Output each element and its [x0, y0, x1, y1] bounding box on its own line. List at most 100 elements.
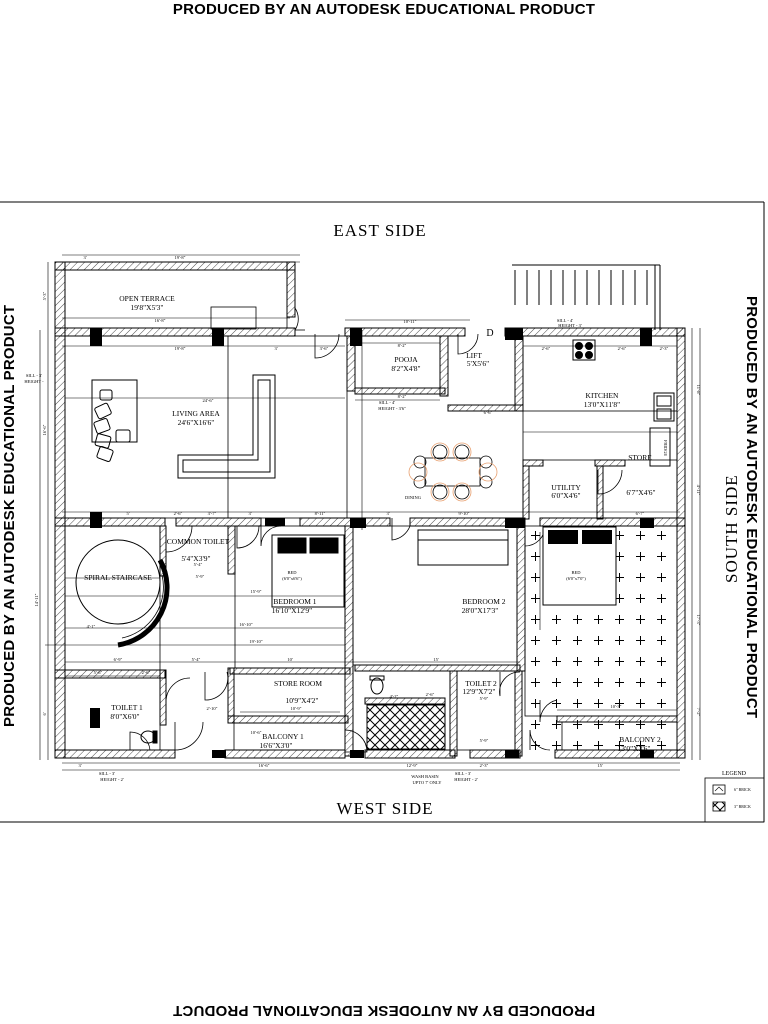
- kitchen-size: 13'0"X11'8": [584, 400, 620, 409]
- sill-left: SILL - 3': [26, 373, 42, 378]
- dim-bal2-b: 5'-9": [480, 738, 489, 743]
- bed1-size: (6'0"x6'6"): [282, 576, 302, 581]
- wash-area: [366, 704, 446, 750]
- legend-item-2: 3" BRICK: [734, 804, 751, 809]
- toilet2-label: TOILET 2: [465, 679, 497, 688]
- legend-title: LEGEND: [722, 771, 747, 777]
- legend-swatch-6-brick: [712, 784, 726, 795]
- bed2-size: (6'0"x7'0"): [566, 576, 586, 581]
- watermark-top: PRODUCED BY AN AUTODESK EDUCATIONAL PROD…: [172, 1, 596, 18]
- dim-t2-a: 2'-6": [426, 692, 435, 697]
- store-room-size: 10'9"X4'2": [286, 696, 319, 705]
- sill-left-sub: HEIGHT -: [24, 379, 44, 384]
- dim-door1: 3': [274, 346, 277, 351]
- dining-table: [408, 442, 498, 502]
- dim-living-w: 24'-6": [203, 398, 214, 403]
- dim-bal1-b: 4'-2": [390, 694, 399, 699]
- tile-pattern: [525, 526, 677, 750]
- dimension-labels: 19'-8" 3' 16'-8" 19'-8" 24'-6" 3' 3'-6" …: [34, 255, 701, 768]
- dim-kit-c: 2'-3": [660, 346, 669, 351]
- pooja-size: 8'2"X4'8": [391, 364, 420, 373]
- dimension-lines: [39, 254, 701, 771]
- balcony1-size: 16'6"X3'0": [260, 741, 293, 750]
- fridge-label: FRIDGE: [663, 440, 668, 457]
- dim-t1-b: 2'-6": [142, 670, 151, 675]
- dim-pooja-bottom: 8'-2": [398, 394, 407, 399]
- toilet2-size: 12'9"X7'2": [463, 687, 496, 696]
- dim-mid-a: 16'-10": [239, 622, 252, 627]
- sill-mid: SILL - 4': [379, 400, 395, 405]
- dim-mid-g: 15': [433, 657, 439, 662]
- external-stair: [512, 264, 661, 330]
- bedroom2-size: 28'0"X17'3": [462, 606, 499, 615]
- dim-terrace-w: 19'-8": [175, 255, 186, 260]
- dim-kit-b: 2'-6": [618, 346, 627, 351]
- dim-terrace-inner: 16'-8": [155, 318, 166, 323]
- utility-label: UTILITY: [551, 483, 581, 492]
- dim-bot-b: 16'-6": [259, 763, 270, 768]
- dim-lift-w: 6'-6": [484, 410, 493, 415]
- dim-mid-b: 19'-10": [249, 639, 262, 644]
- dim-bot-c: 12'-9": [407, 763, 418, 768]
- legend-item-1: 6" BRICK: [734, 787, 751, 792]
- pooja-label: POOJA: [394, 355, 418, 364]
- common-toilet-size: 5'4"X3'9": [181, 554, 210, 563]
- wash-basin-label: WASH BASIN: [411, 774, 439, 779]
- west-side-label: WEST SIDE: [336, 799, 434, 818]
- dim-bal2-w: 10'-3": [611, 704, 622, 709]
- toilet-fixtures: [140, 675, 385, 744]
- dim-right-d: 7'-2": [696, 708, 701, 717]
- open-terrace-size: 19'8"X5'3": [131, 303, 164, 312]
- dim-right-b: 4'-11": [696, 485, 701, 496]
- dim-row1-b: 2'-6": [174, 511, 183, 516]
- sill-mid-sub: HEIGHT - 3'6": [378, 406, 406, 411]
- dim-row1-e: 8'-11": [315, 511, 326, 516]
- dim-pooja-top: 10'-11": [404, 319, 417, 324]
- dim-stair-a: 5'-9": [196, 574, 205, 579]
- dim-sr-w: 10'-9": [291, 706, 302, 711]
- store-label: STORE: [628, 453, 652, 462]
- d-marker: D: [486, 328, 493, 339]
- dim-t2-b: 5'-9": [480, 696, 489, 701]
- store-size: 6'7"X4'6": [626, 488, 655, 497]
- dim-mid-d: 6'-9": [114, 657, 123, 662]
- dim-top-left: 3': [83, 255, 86, 260]
- dim-row1-d: 3': [248, 511, 251, 516]
- legend: LEGEND 6" BRICK 3" BRICK: [704, 771, 765, 823]
- dim-row1-a: 5': [126, 511, 129, 516]
- dim-left-a: 5'-3": [42, 292, 47, 301]
- toilet1-size: 8'0"X6'0": [110, 712, 139, 721]
- dim-door2: 3'-6": [320, 346, 329, 351]
- spiral-staircase-label: SPIRAL STAIRCASE: [84, 573, 152, 582]
- dim-row1-h: 6'-7": [636, 511, 645, 516]
- bedroom1-label: BEDROOM 1: [273, 597, 316, 606]
- sill-bottom-right: SILL - 3': [455, 771, 471, 776]
- dim-living-top: 19'-8": [175, 346, 186, 351]
- sill-bottom-right-sub: HEIGHT - 2': [454, 777, 478, 782]
- dim-row1-f: 3': [386, 511, 389, 516]
- open-terrace-label: OPEN TERRACE: [119, 294, 175, 303]
- dim-t1-a: 5'-6": [94, 670, 103, 675]
- utility-size: 6'0"X4'6": [551, 491, 580, 500]
- dim-left-c: 14'-11": [34, 593, 39, 606]
- balcony1-label: BALCONY 1: [262, 732, 304, 741]
- wash-basin-note: UPTO 7' ONLY: [412, 780, 442, 785]
- dim-bed1-w: 15'-9": [251, 589, 262, 594]
- bed1-label: BED: [288, 570, 298, 575]
- dim-bot-e: 15': [597, 763, 603, 768]
- drawing-frame: [0, 201, 765, 823]
- east-side-label: EAST SIDE: [333, 221, 427, 240]
- bedroom2-label: BEDROOM 2: [462, 597, 505, 606]
- spiral-staircase-drawing: [75, 539, 170, 648]
- toilet1-label: TOILET 1: [111, 703, 143, 712]
- dim-right-c: 17'-3": [696, 615, 701, 626]
- sill-bottom-left-sub: HEIGHT - 2': [100, 777, 124, 782]
- dim-row1-g: 9'-10": [459, 511, 470, 516]
- legend-swatch-3-brick: [712, 801, 726, 812]
- dim-row1-c: 3'-7": [208, 511, 217, 516]
- columns: [90, 328, 654, 758]
- dim-mid-f: 10': [287, 657, 293, 662]
- store-room-label: STORE ROOM: [274, 679, 322, 688]
- dim-left-b: 16'-6": [42, 424, 47, 435]
